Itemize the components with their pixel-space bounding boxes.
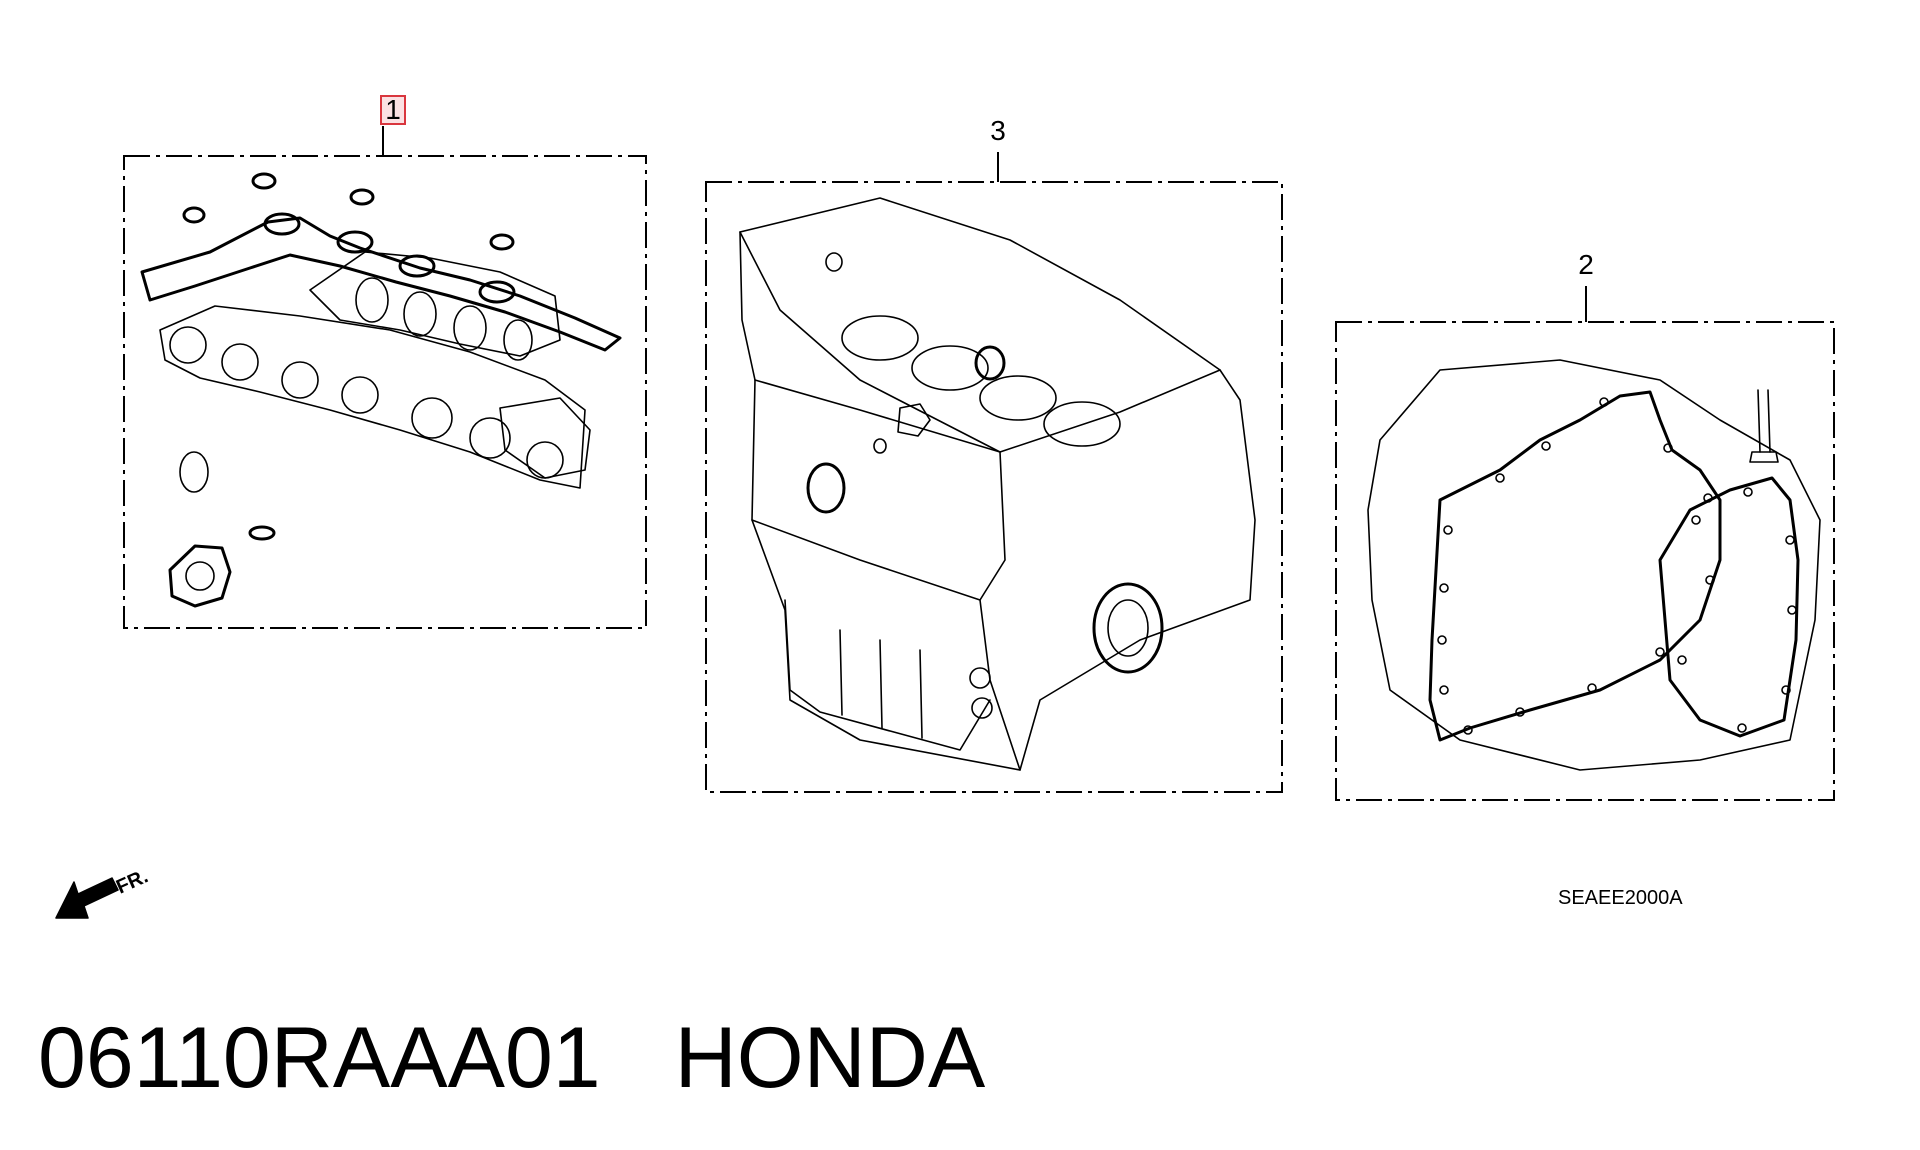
stud-bolt-head [1749,451,1779,463]
dowel-ring [825,252,843,272]
intake-port [355,277,389,323]
callout-2-label[interactable]: 2 [1578,249,1594,280]
water-outlet-gasket [168,544,232,608]
drain-plug-washer [969,667,991,689]
port-ring [169,326,207,364]
oil-pan-rib [879,639,883,729]
head-gasket [159,305,586,489]
callout-3-label[interactable]: 3 [990,115,1006,146]
kit-3-group: 3 [705,115,1283,793]
callout-1-highlight[interactable] [380,95,406,125]
front-oil-seal [806,462,846,514]
kit-1-group: 1 [123,94,647,629]
illustration-code: SEAEE2000A [1558,887,1683,909]
o-ring-small [248,525,276,541]
callout-1-label[interactable]: 1 [385,94,401,125]
part-number: 06110RAAA01 [38,1010,601,1106]
port-ring [526,441,564,479]
small-seal [873,438,887,454]
brand-name: HONDA [674,1010,986,1106]
intake-port [453,305,487,351]
oil-pan-rib [919,649,923,739]
port-ring [341,376,379,414]
plug-seal [478,280,516,304]
plug-seal [263,212,301,236]
water-seal [974,345,1006,381]
kit-2-box [1335,321,1835,801]
kit-2-group: 2 [1335,249,1835,801]
transmission-case-gasket [1428,390,1722,742]
stud-bolt [1767,389,1771,453]
cover-bolt-holes [1677,487,1797,733]
block-top-deck [739,197,1221,453]
front-arrow-icon [55,877,119,919]
drain-plug-washer [971,697,993,719]
exhaust-manifold-gasket [499,397,591,479]
intake-port [503,319,533,361]
gallery-gasket [897,403,931,437]
transmission-case [1367,359,1821,771]
port-ring [221,343,259,381]
oil-pan-rib [839,629,843,716]
water-outlet-port [185,561,215,591]
grommet [182,206,206,224]
stud-bolt [1757,389,1761,453]
cylinder-bore [1043,401,1121,447]
transmission-case-gasket-drawing [1367,359,1821,771]
crankshaft-oil-seal-inner [1107,599,1149,657]
kit-3-box [705,181,1283,793]
plug-seal [336,230,374,254]
plug-seal [398,254,436,278]
gasket-bolt-holes [1437,397,1715,735]
cylinder-bore [979,375,1057,421]
cylinder-bore [841,315,919,361]
grommet [489,233,515,251]
block-skirt-lower [751,519,981,601]
cylinder-bore [911,345,989,391]
o-ring [179,451,209,493]
block-front-edge [979,451,1021,771]
side-cover-gasket [1658,476,1800,738]
grommet [349,188,375,206]
port-ring [281,361,319,399]
cylinder-head-gasket-set-drawing [140,172,622,608]
valve-cover-gasket [140,216,622,352]
crankshaft-oil-seal [1092,582,1164,674]
front-direction-indicator: FR. [55,865,151,919]
front-direction-label: FR. [113,865,151,898]
intake-port [403,291,437,337]
block-outline [739,231,1256,771]
block-skirt [754,379,1001,453]
port-ring [411,397,453,439]
grommet [251,172,277,190]
port-ring [469,417,511,459]
engine-block-drawing [739,197,1256,771]
oil-pan [784,599,991,751]
kit-1-box [123,155,647,629]
